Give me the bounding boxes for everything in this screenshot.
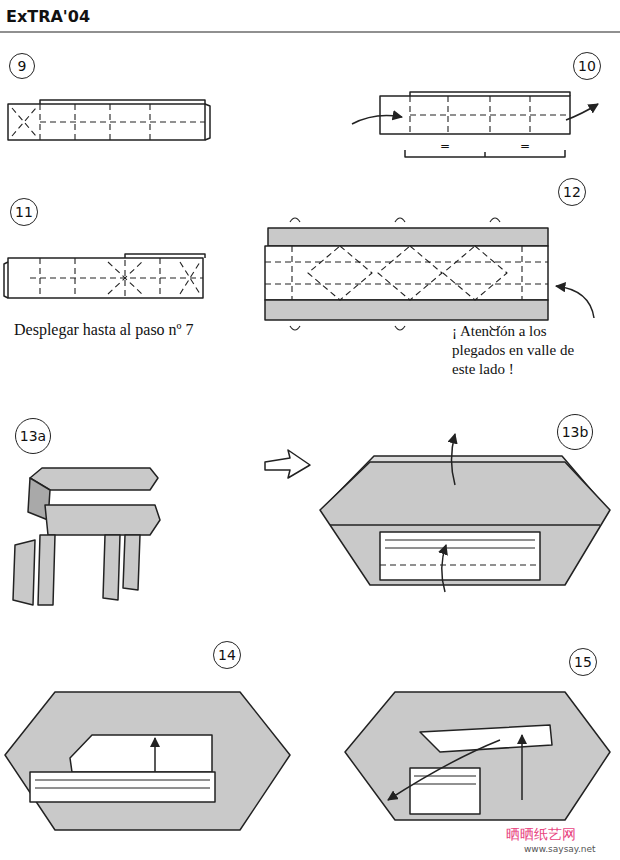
step-label: 15 xyxy=(574,654,592,670)
step-label: 14 xyxy=(218,647,236,663)
step-number: 12 xyxy=(558,178,586,206)
step-number: 13b xyxy=(557,414,594,451)
step-label: 9 xyxy=(18,58,27,74)
step-label: 11 xyxy=(15,204,33,220)
step-label: 12 xyxy=(563,184,581,200)
step-label: 13b xyxy=(562,424,589,440)
step-number: 10 xyxy=(573,52,601,80)
step-number: 14 xyxy=(213,641,241,669)
header-logo: ExTRA'04 xyxy=(6,7,90,26)
step-number: 9 xyxy=(9,53,35,79)
warning-note: ¡ Atención a los plegados en valle de es… xyxy=(452,322,584,378)
instruction-note: Desplegar hasta al paso nº 7 xyxy=(14,320,194,340)
step-label: 10 xyxy=(578,58,596,74)
equal-mark: = xyxy=(440,139,450,154)
step-number: 11 xyxy=(10,198,38,226)
step-label: 13a xyxy=(20,428,46,444)
equal-mark: = xyxy=(520,139,530,154)
watermark-url: www.saysay.net xyxy=(524,844,596,855)
step-number: 15 xyxy=(569,648,597,676)
watermark: 晒晒纸艺网 xyxy=(506,826,576,844)
step-number: 13a xyxy=(15,418,51,454)
